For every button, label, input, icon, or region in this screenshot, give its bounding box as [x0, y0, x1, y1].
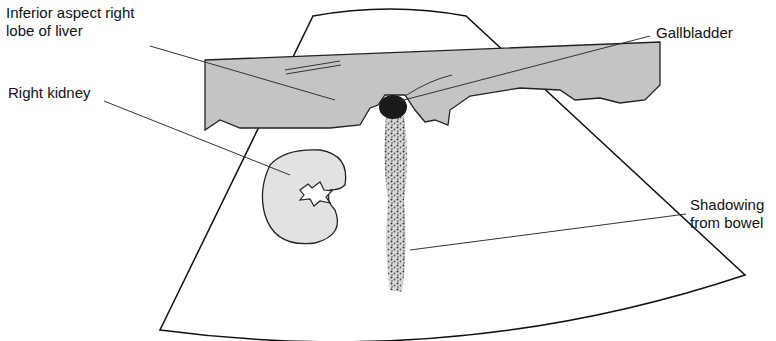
- leader-line: [150, 46, 335, 100]
- leader-line: [400, 36, 650, 101]
- part-label: Right kidney: [8, 84, 108, 102]
- leader-line: [104, 101, 290, 175]
- part-label: Gallbladder: [656, 24, 766, 42]
- vessel-line: [285, 61, 341, 74]
- leader-line: [410, 214, 686, 250]
- kidney-shape: [262, 150, 345, 244]
- gallbladder-shape: [379, 95, 407, 119]
- part-label: Inferior aspect right lobe of liver: [6, 4, 156, 40]
- fissure-line: [405, 75, 452, 96]
- part-label: Shadowing from bowel: [690, 196, 770, 232]
- liver-region: [205, 42, 660, 130]
- renal-sinus: [300, 182, 332, 206]
- scan-sector: [160, 9, 745, 341]
- bowel-shadow: [384, 116, 407, 292]
